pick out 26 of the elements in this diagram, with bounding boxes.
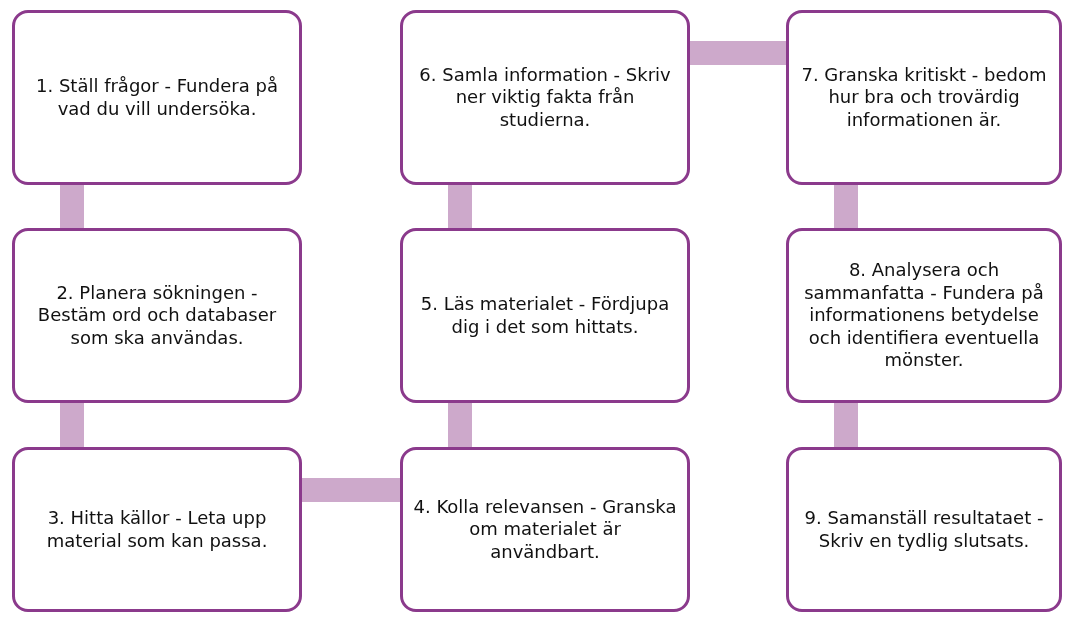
step-text: 4. Kolla relevansen - Granska om materialet är användbart. (413, 495, 677, 564)
step-box (786, 447, 1062, 612)
step-text: 7. Granska kritiskt - bedom hur bra och trovärdig informationen är. (800, 63, 1048, 132)
step-box (786, 228, 1062, 403)
step-box (12, 447, 302, 612)
step-text: 5. Läs materialet - Fördjupa dig i det som hittats. (419, 293, 671, 338)
connector-bar (60, 185, 84, 228)
step-text: 1. Ställ frågor - Fundera på vad du vill undersöka. (35, 75, 279, 120)
step-text: 6. Samla information - Skriv ner viktig fakta från studierna. (418, 63, 672, 132)
connector-bar (834, 403, 858, 447)
step-box (12, 10, 302, 185)
connector-bar (690, 41, 786, 65)
step-box (786, 10, 1062, 185)
step-box (400, 447, 690, 612)
connector-bar (448, 185, 472, 228)
connector-bar (60, 403, 84, 447)
step-box (400, 228, 690, 403)
step-text: 3. Hitta källor - Leta upp material som kan passa. (45, 507, 269, 552)
connector-bar (834, 185, 858, 228)
step-text: 8. Analysera och sammanfatta - Fundera på informationens betydelse och identifiera eventuella mönster. (803, 259, 1045, 372)
step-box (400, 10, 690, 185)
step-text: 9. Samanställ resultataet - Skriv en tydlig slutsats. (803, 507, 1045, 552)
connector-bar (302, 478, 400, 502)
step-text: 2. Planera sökningen - Bestäm ord och databaser som ska användas. (36, 281, 278, 350)
connector-bar (448, 403, 472, 447)
step-box (12, 228, 302, 403)
